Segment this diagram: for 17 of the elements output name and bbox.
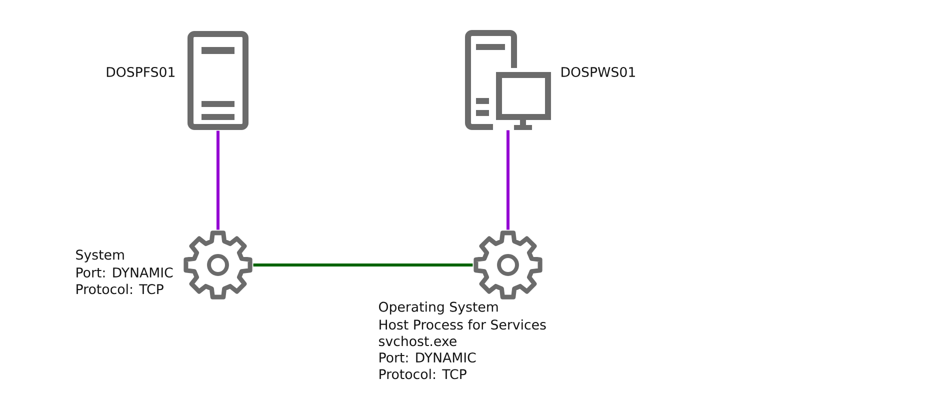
connector-line [253, 264, 473, 266]
service-label: svchost.exe [379, 336, 456, 346]
service-label: Operating System [379, 302, 498, 314]
service-label: Port: DYNAMIC [76, 267, 173, 278]
service-label: Port: DYNAMIC [380, 352, 476, 363]
gear-icon [184, 230, 252, 300]
gear-icon [474, 230, 542, 300]
service-label: System [76, 250, 124, 262]
host-name: DOSPFS01 [106, 66, 175, 78]
service-label: Host Process for Services [380, 319, 546, 330]
workstation-icon [465, 30, 551, 130]
host-name: DOSPWS01 [562, 66, 635, 78]
service-label: Protocol: TCP [76, 284, 164, 294]
service-label: Protocol: TCP [380, 368, 466, 380]
connector-line [216, 130, 220, 230]
server-icon [188, 31, 248, 130]
connector-line [506, 130, 510, 230]
